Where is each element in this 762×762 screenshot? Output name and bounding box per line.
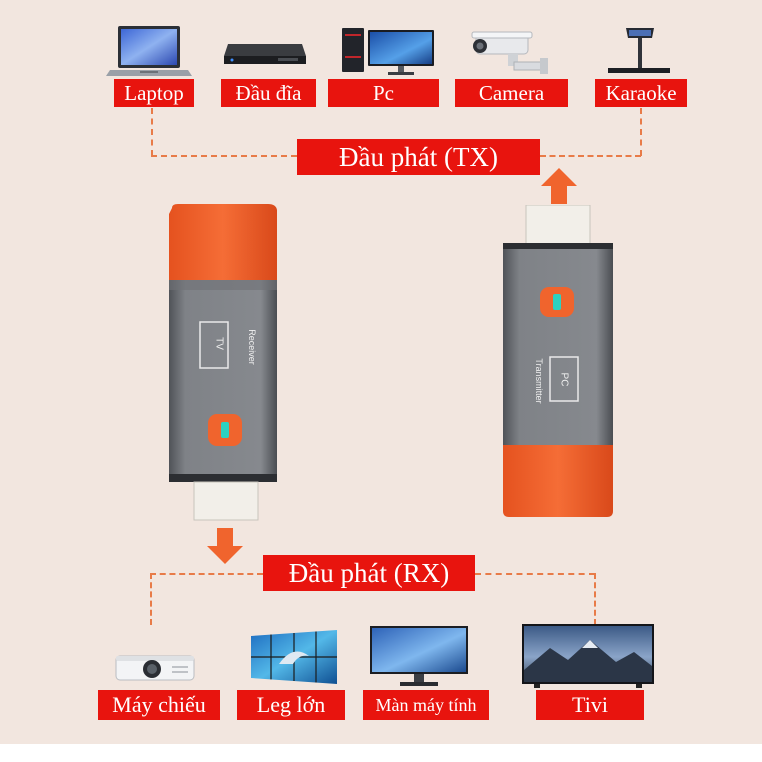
tx-connector-left-horizontal (151, 155, 297, 157)
down-arrow-icon (207, 528, 243, 564)
projector-icon (115, 655, 195, 681)
source-label-karaoke: Karaoke (595, 79, 687, 107)
video-wall-icon (251, 630, 337, 684)
transmitter-screen-text: PC (558, 372, 570, 387)
receiver-role-text: Receiver (247, 329, 257, 365)
karaoke-stand-icon (608, 28, 670, 73)
tx-connector-right-horizontal (540, 155, 641, 157)
disc-player-icon (224, 44, 306, 64)
source-label-camera: Camera (455, 79, 568, 107)
output-label-projector: Máy chiếu (98, 690, 220, 720)
tx-title-label: Đầu phát (TX) (297, 139, 540, 175)
transmitter-role-text: Transmitter (534, 358, 544, 404)
laptop-icon (106, 26, 192, 76)
tv-icon (522, 624, 654, 688)
output-label-monitor: Màn máy tính (363, 690, 489, 720)
rx-connector-right-vertical (594, 573, 596, 625)
up-arrow-icon (541, 168, 577, 204)
source-label-pc: Pc (328, 79, 439, 107)
transmitter-dongle (503, 205, 613, 517)
output-label-tv: Tivi (536, 690, 644, 720)
rx-connector-left-vertical (150, 573, 152, 625)
source-label-laptop: Laptop (114, 79, 194, 107)
security-camera-icon (471, 31, 548, 74)
receiver-screen-text: TV (213, 337, 225, 350)
rx-connector-right-horizontal (475, 573, 595, 575)
source-label-disc-player: Đầu đĩa (221, 79, 316, 107)
rx-title-label: Đầu phát (RX) (263, 555, 475, 591)
rx-connector-left-horizontal (150, 573, 263, 575)
receiver-dongle (169, 204, 277, 521)
monitor-icon (370, 626, 468, 686)
tx-connector-left-vertical (151, 108, 153, 156)
diagram-canvas: Laptop Đầu đĩa Pc Camera Karaoke Đầu phá… (0, 0, 762, 744)
tx-connector-right-vertical (640, 108, 642, 156)
output-label-video-wall: Leg lớn (237, 690, 345, 720)
desktop-pc-icon (342, 28, 434, 75)
